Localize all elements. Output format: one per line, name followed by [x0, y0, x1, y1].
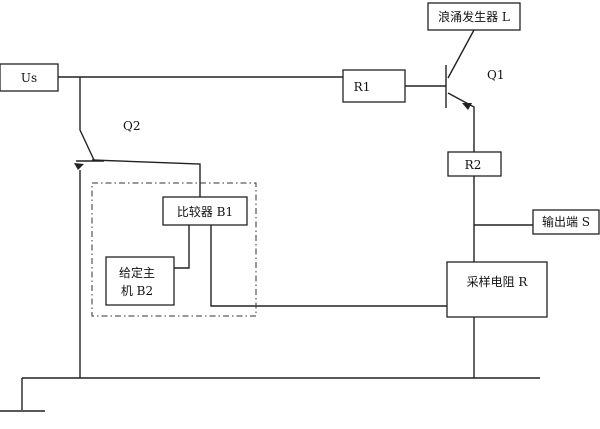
- us-box: [0, 63, 59, 92]
- r1-label: R1: [354, 80, 371, 94]
- wire-q2-comparator: [91, 159, 201, 197]
- host-label-line1: 给定主: [119, 265, 155, 280]
- sample-resistor-label: 采样电阻 R: [467, 274, 529, 289]
- wire-comparator-sample: [210, 225, 447, 307]
- q2-label: Q2: [123, 119, 140, 133]
- r1-box: [342, 69, 406, 103]
- sample-resistor-box: [446, 261, 548, 318]
- output-label: 输出端 S: [542, 214, 590, 229]
- host-label-line2: 机 B2: [121, 284, 153, 298]
- q1-arrow-icon: [462, 103, 472, 110]
- comparator-label: 比较器 B1: [177, 204, 233, 219]
- surge-generator-box: [427, 2, 521, 31]
- host-box: [105, 256, 175, 306]
- r2-box: [447, 151, 502, 177]
- wire-left-branch: [79, 77, 95, 161]
- comparator-box: [162, 196, 248, 226]
- r2-label: R2: [465, 158, 482, 172]
- us-label: Us: [21, 71, 37, 85]
- output-box: [532, 209, 600, 235]
- surge-generator-label: 浪涌发生器 L: [438, 9, 510, 24]
- q1-emitter: [447, 92, 475, 152]
- q1-collector: [447, 29, 475, 79]
- wire-comparator-host: [174, 225, 190, 269]
- q2-arrow-icon: [74, 163, 84, 170]
- q1-label: Q1: [487, 68, 504, 82]
- wires: [0, 29, 540, 412]
- control-module-boundary: [91, 182, 257, 317]
